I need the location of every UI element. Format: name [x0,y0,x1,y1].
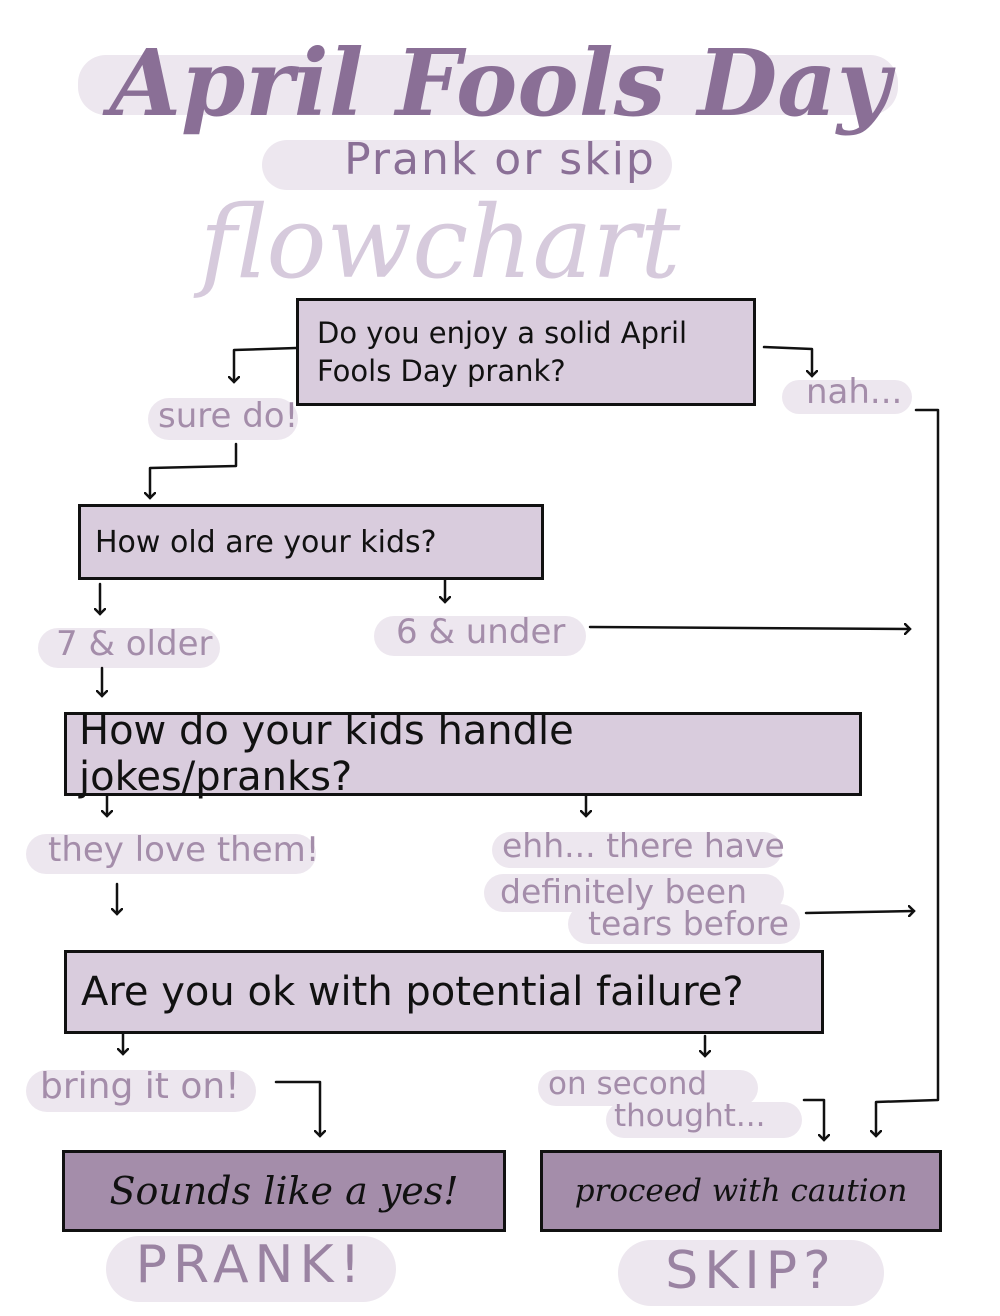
outcome-caution-box: proceed with caution [540,1150,942,1232]
answer-bring-it-on: bring it on! [40,1066,240,1107]
question-text: How do your kids handle jokes/pranks? [79,708,574,800]
answer-tears-line1: ehh... there have [502,826,785,865]
answer-tears-line3: tears before [588,904,789,943]
answer-second-line2: thought... [614,1098,766,1134]
label-highlight [782,380,912,414]
answer-sure-do: sure do! [158,396,299,436]
subtitle-highlight [262,140,672,190]
question-handle-jokes: How do your kids handle jokes/pranks? [64,708,862,800]
title-highlight [78,55,898,115]
answer-love-them: they love them! [48,830,320,870]
answer-7-older: 7 & older [56,624,213,664]
label-highlight [148,398,298,440]
answer-tears-line2: definitely been [500,872,748,911]
main-title: April Fools Day [109,29,891,137]
question-text: Do you enjoy a solid April Fools Day pra… [317,316,688,388]
result-highlight [618,1240,884,1306]
label-highlight [492,832,782,868]
question-kids-age: How old are your kids? [78,504,544,580]
label-highlight [26,834,316,874]
question-enjoy-prank: Do you enjoy a solid April Fools Day pra… [296,298,756,406]
label-highlight [26,1070,256,1112]
label-highlight [568,904,800,944]
result-skip: SKIP? [665,1241,837,1301]
answer-nah: nah... [806,372,903,412]
label-highlight [374,616,586,656]
outcome-text: Sounds like a yes! [109,1169,459,1213]
result-highlight [106,1236,396,1302]
result-prank: PRANK! [135,1235,367,1295]
question-text: How old are your kids? [95,524,437,560]
answer-6-under: 6 & under [396,612,566,652]
label-highlight [38,628,220,668]
question-failure: Are you ok with potential failure? [64,950,824,1034]
subtitle: Prank or skip [344,134,656,185]
outcome-text: proceed with caution [574,1173,908,1209]
question-text: Are you ok with potential failure? [81,969,744,1015]
label-highlight [538,1070,758,1106]
label-highlight [606,1102,802,1138]
outcome-yes-box: Sounds like a yes! [62,1150,506,1232]
answer-second-line1: on second [548,1066,708,1102]
script-title: flowchart [199,184,681,301]
